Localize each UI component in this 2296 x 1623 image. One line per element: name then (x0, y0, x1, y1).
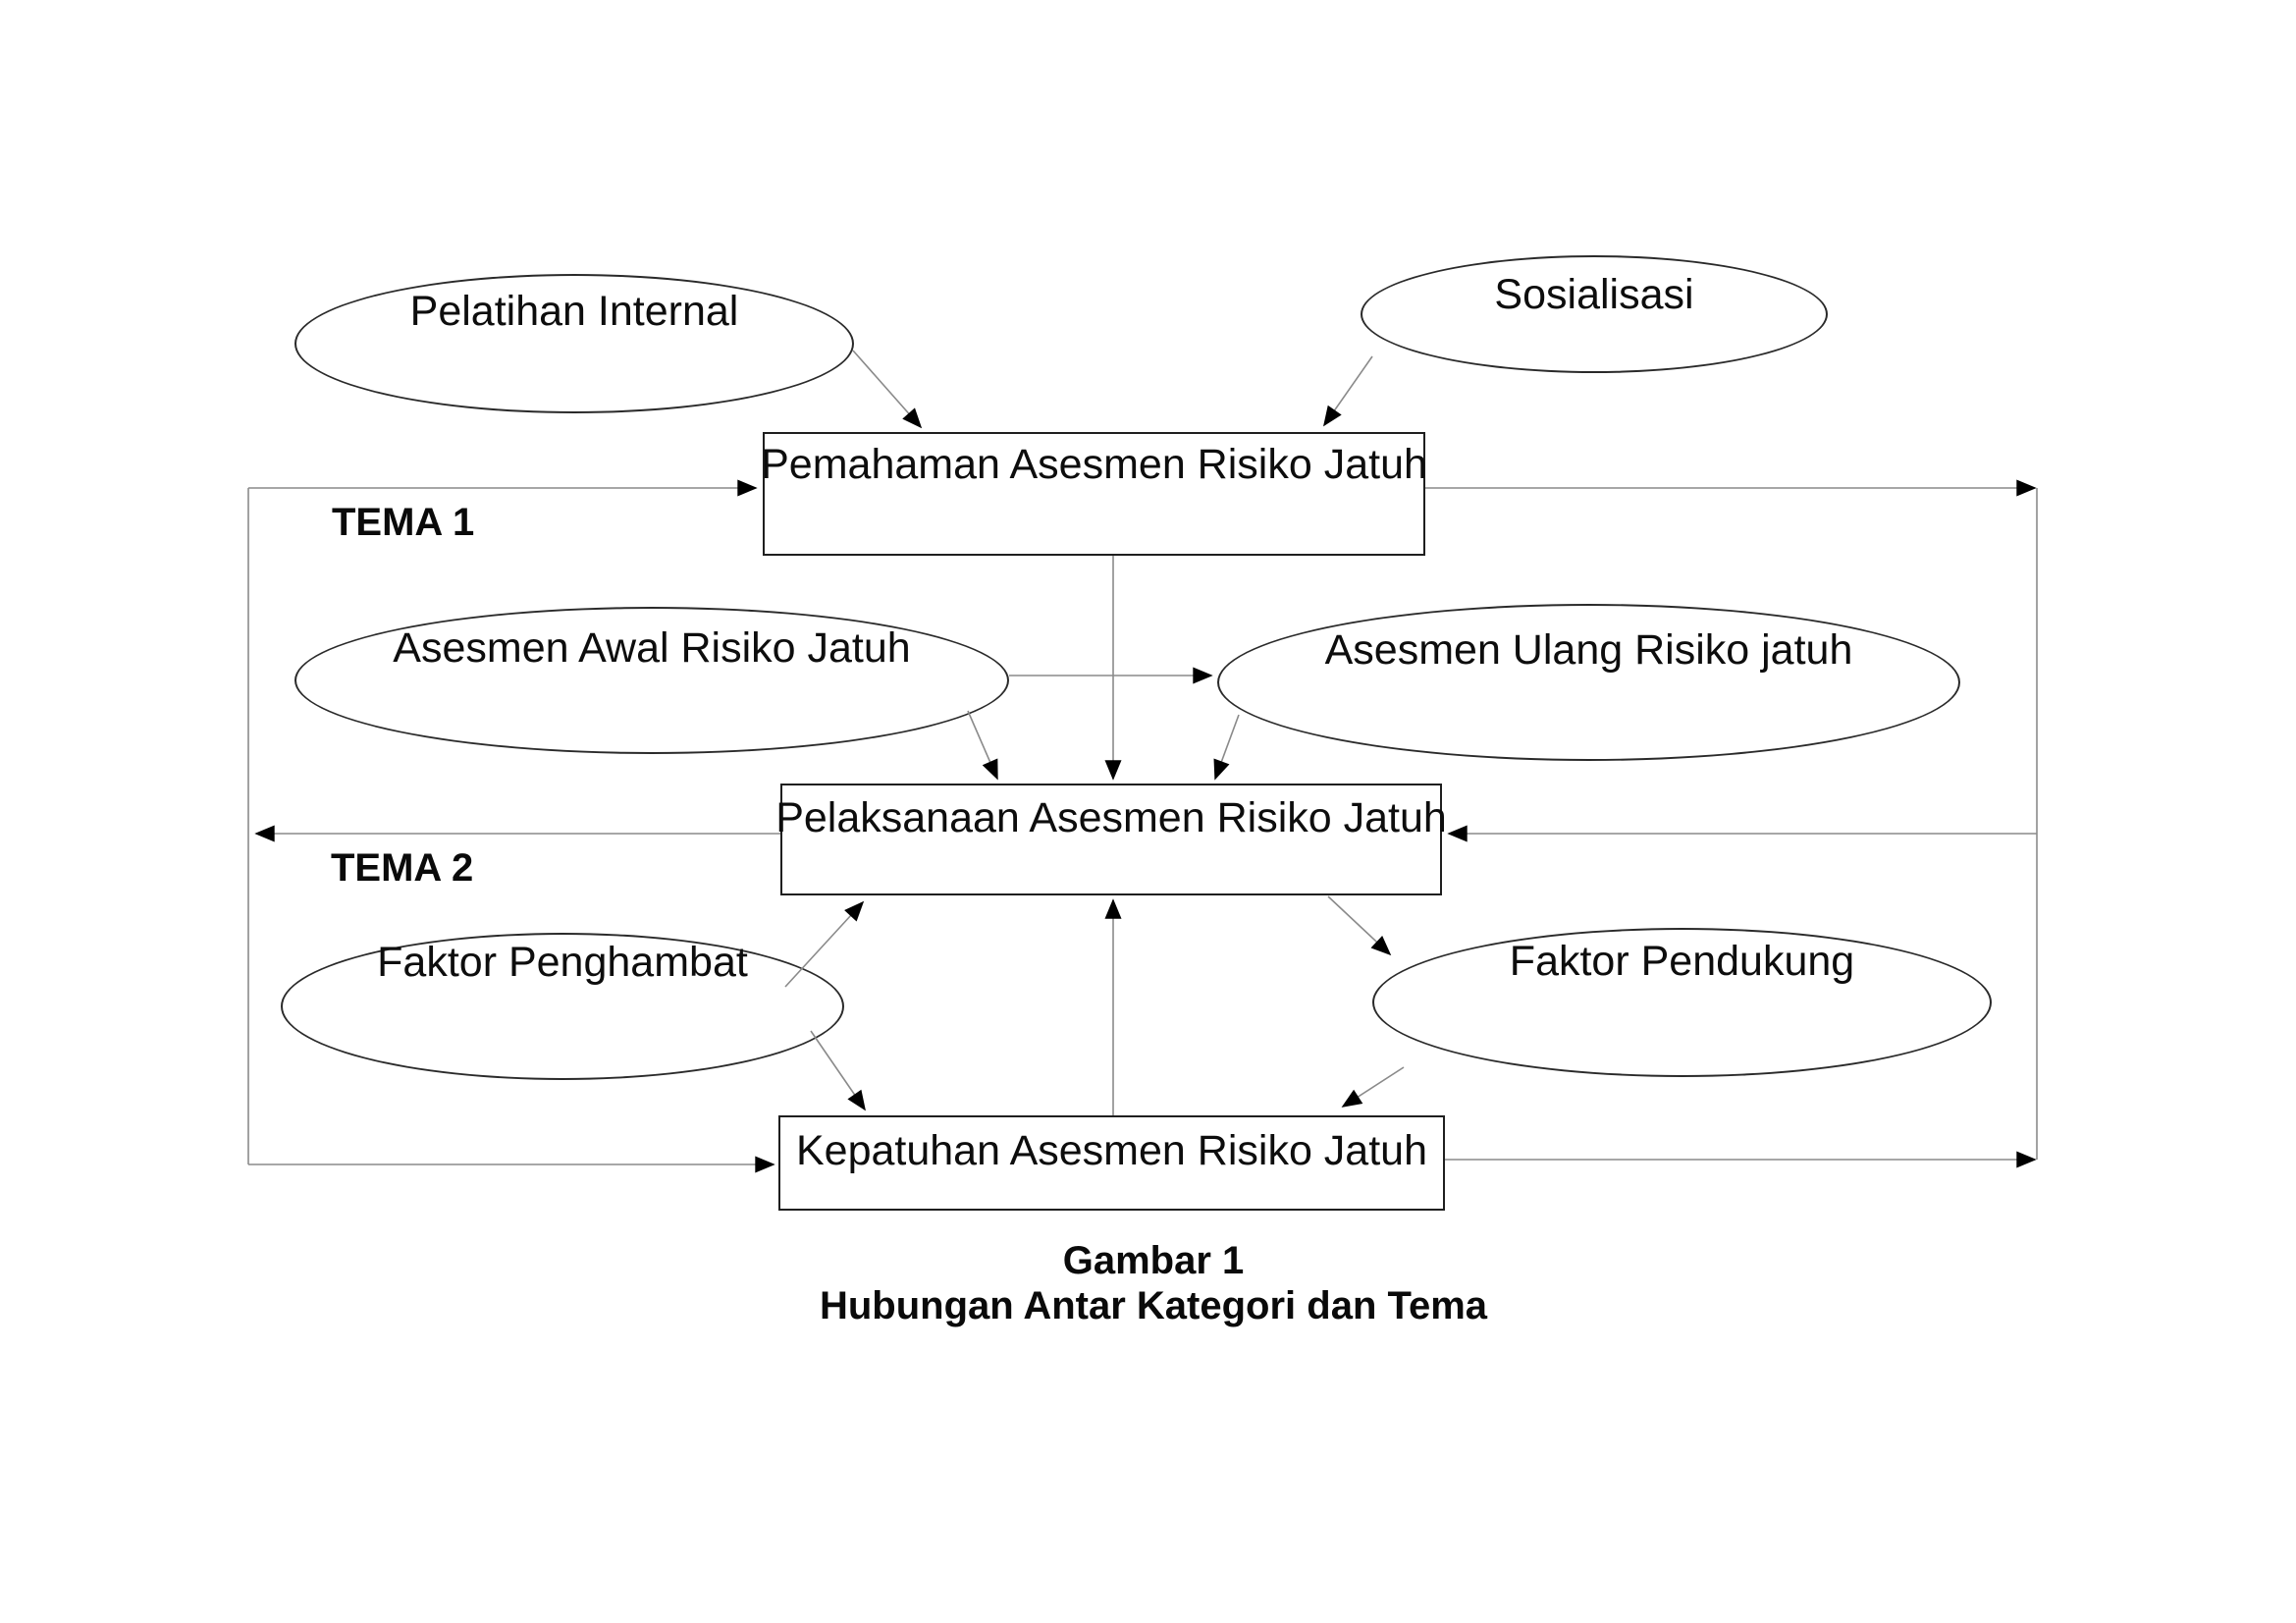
edge-faktor-pendukung-to-kepatuhan (1341, 1066, 1405, 1108)
node-faktor-pendukung: Faktor Pendukung (1372, 928, 1992, 1077)
node-asesmen-awal: Asesmen Awal Risiko Jatuh (294, 607, 1009, 754)
edge-faktor-penghambat-to-kepatuhan (810, 1030, 866, 1111)
node-pelatihan-internal: Pelatihan Internal (294, 274, 854, 413)
edge-pelaksanaan-to-faktor-pendukung (1327, 895, 1392, 956)
node-label: Pemahaman Asesmen Risiko Jatuh (761, 441, 1427, 488)
node-faktor-penghambat: Faktor Penghambat (281, 933, 844, 1080)
edge-asesmen-awal-to-pelaksanaan (967, 710, 998, 781)
node-asesmen-ulang: Asesmen Ulang Risiko jatuh (1217, 604, 1960, 761)
figure-caption: Gambar 1 Hubungan Antar Kategori dan Tem… (368, 1238, 1939, 1328)
node-label: Pelaksanaan Asesmen Risiko Jatuh (775, 794, 1447, 841)
figure-caption-line1: Gambar 1 (1062, 1239, 1245, 1282)
edge-sosialisasi-to-pemahaman (1323, 355, 1373, 427)
node-kepatuhan: Kepatuhan Asesmen Risiko Jatuh (778, 1115, 1445, 1211)
tema-1-label: TEMA 1 (332, 501, 475, 544)
node-label: Pelatihan Internal (409, 288, 739, 335)
node-sosialisasi: Sosialisasi (1361, 255, 1828, 373)
node-label: Faktor Pendukung (1509, 938, 1855, 985)
node-label: Asesmen Awal Risiko Jatuh (393, 624, 911, 672)
edge-asesmen-ulang-to-pelaksanaan (1213, 714, 1240, 781)
node-pemahaman: Pemahaman Asesmen Risiko Jatuh (761, 432, 1427, 556)
edge-pelatihan-internal-to-pemahaman (852, 350, 923, 429)
figure-caption-line2: Hubungan Antar Kategori dan Tema (819, 1284, 1488, 1327)
tema-2-label: TEMA 2 (331, 846, 474, 890)
node-label: Kepatuhan Asesmen Risiko Jatuh (795, 1127, 1427, 1174)
node-pelaksanaan: Pelaksanaan Asesmen Risiko Jatuh (775, 784, 1447, 895)
node-label: Asesmen Ulang Risiko jatuh (1324, 626, 1853, 674)
node-label: Faktor Penghambat (377, 939, 748, 986)
node-label: Sosialisasi (1494, 271, 1694, 318)
